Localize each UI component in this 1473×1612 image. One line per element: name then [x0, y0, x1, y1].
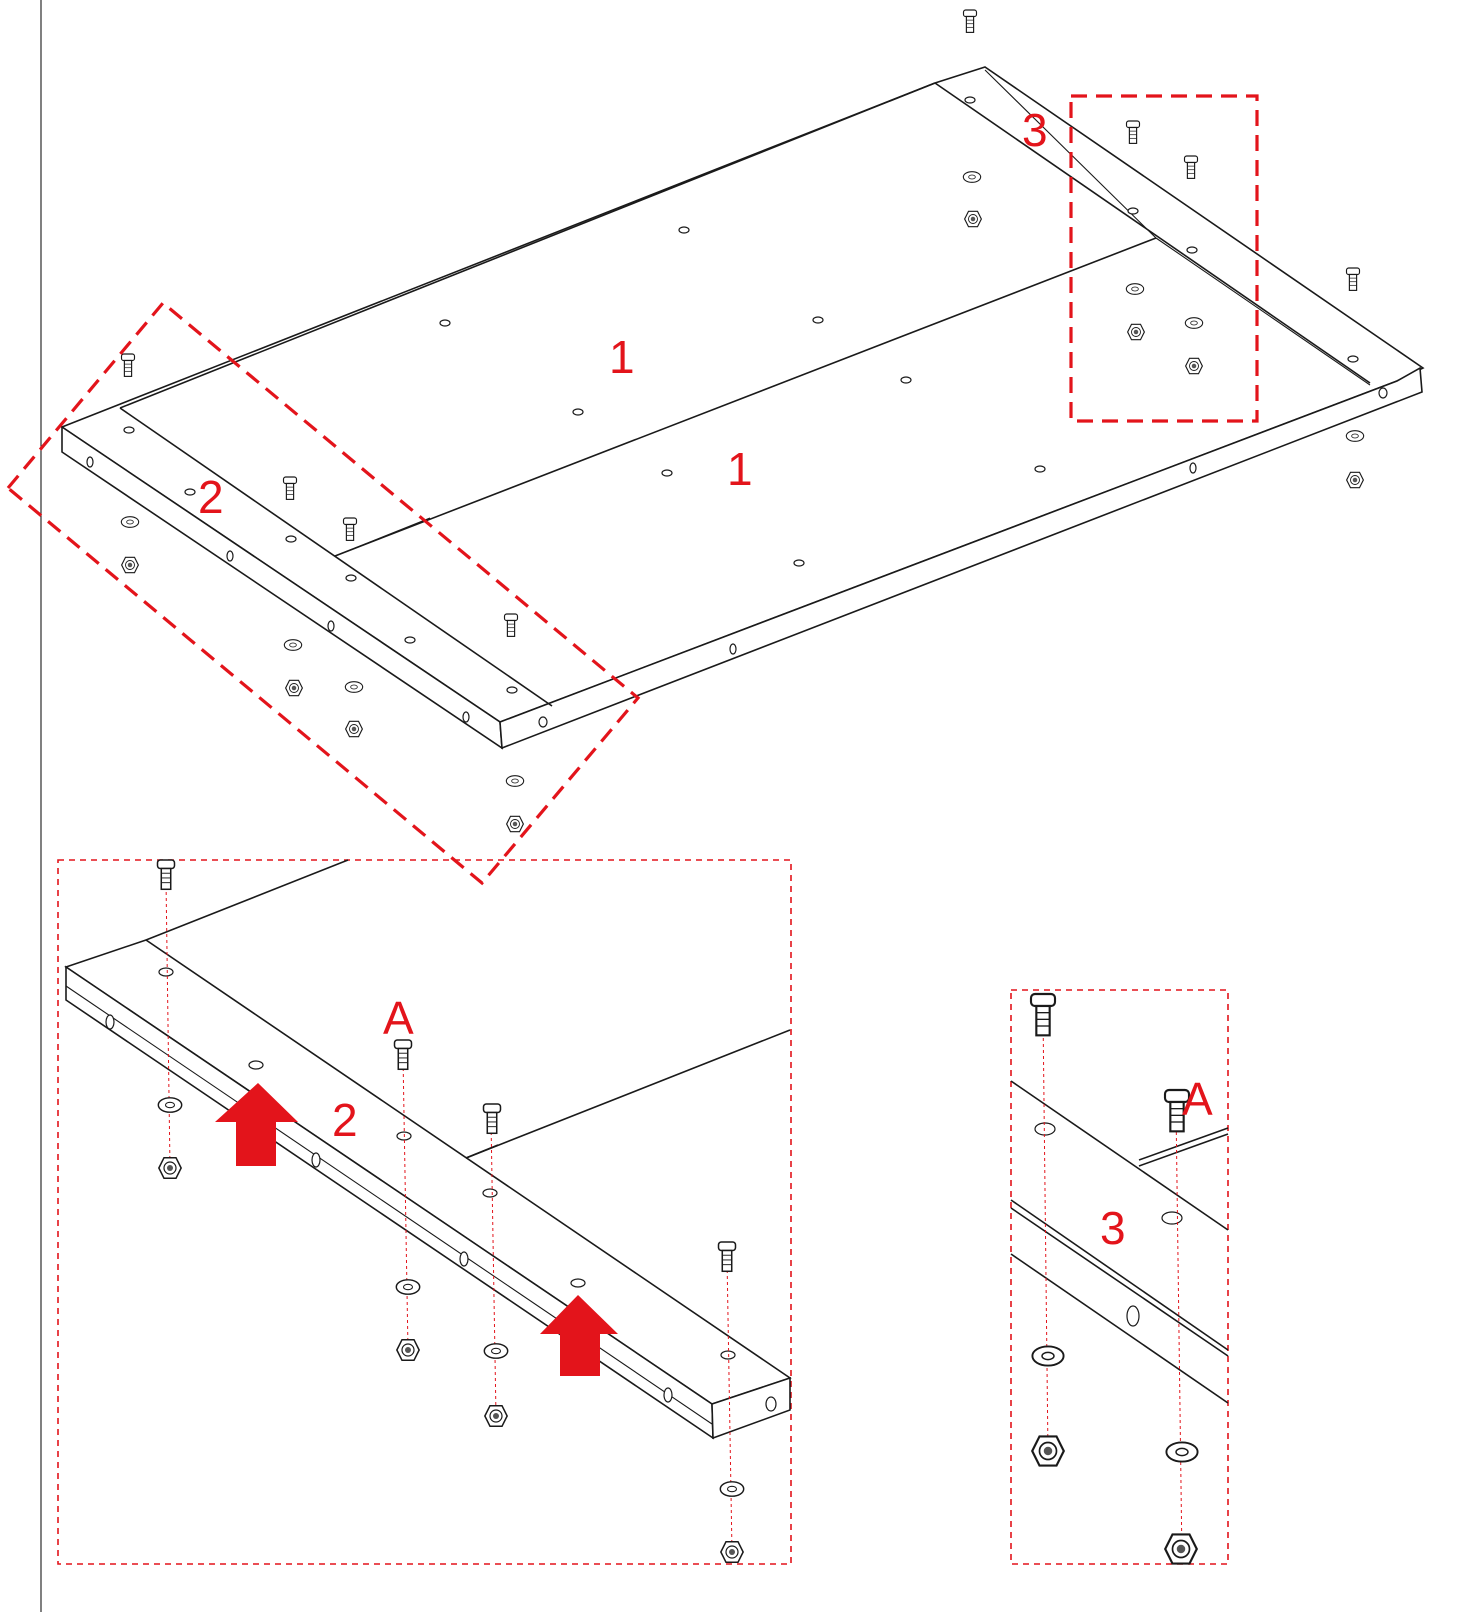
bolt-icon: [1183, 155, 1199, 179]
washer-icon: [1125, 283, 1145, 295]
hardware-stack: [962, 9, 982, 228]
bolt-icon: [717, 1241, 737, 1273]
nut-icon: [484, 1404, 508, 1428]
bolt-icon: [393, 1039, 413, 1071]
bolt-icon: [1345, 267, 1361, 291]
washer-icon: [395, 1279, 421, 1295]
washer-icon: [962, 171, 982, 183]
label-detail-2-hardware: A: [383, 992, 414, 1044]
detail-view-rail-3: 3 A: [1010, 989, 1229, 1565]
callout-box-rail-2: [5, 300, 641, 886]
detail-view-rail-2: 2 A: [57, 859, 792, 1565]
nut-icon: [158, 1156, 182, 1180]
nut-icon: [1164, 1533, 1198, 1565]
washer-icon: [344, 681, 364, 693]
callout-box-rail-3: [1069, 94, 1259, 423]
hardware-stack: [120, 353, 140, 574]
hardware-stack: [1125, 120, 1145, 341]
nut-icon: [121, 556, 139, 574]
label-detail-3-hardware: A: [1182, 1073, 1213, 1125]
hardware-stack: [1183, 155, 1204, 375]
nut-icon: [1127, 323, 1145, 341]
arrow-up-icon: [540, 1295, 618, 1376]
washer-icon: [1184, 317, 1204, 329]
hardware-stack: [342, 517, 364, 738]
label-detail-rail-3: 3: [1100, 1202, 1126, 1254]
nut-icon: [1185, 357, 1203, 375]
washer-icon: [483, 1343, 509, 1359]
nut-icon: [720, 1540, 744, 1564]
arrow-up-icon: [215, 1083, 298, 1166]
nut-icon: [1031, 1435, 1065, 1467]
washer-icon: [719, 1481, 745, 1497]
label-panel-1-bottom: 1: [727, 443, 753, 495]
hardware-stack: [282, 476, 303, 697]
washer-icon: [120, 516, 140, 528]
bolt-icon: [962, 9, 978, 33]
washer-icon: [1031, 1345, 1065, 1367]
label-panel-1-top: 1: [609, 331, 635, 383]
washer-icon: [505, 775, 525, 787]
label-rail-3: 3: [1022, 104, 1048, 156]
hardware-stack: [1345, 267, 1365, 489]
nut-icon: [345, 720, 363, 738]
nut-icon: [964, 210, 982, 228]
bolt-icon: [1029, 992, 1057, 1037]
main-assembly: 1 1 2 3: [5, 9, 1425, 886]
label-detail-rail-2: 2: [332, 1094, 358, 1146]
bolt-icon: [156, 859, 176, 891]
hardware-stack: [503, 613, 525, 833]
washer-icon: [1345, 430, 1365, 442]
bolt-icon: [482, 1103, 502, 1135]
bolt-icon: [120, 353, 136, 377]
washer-icon: [157, 1097, 183, 1113]
nut-icon: [396, 1338, 420, 1362]
washer-icon: [283, 639, 303, 651]
nut-icon: [285, 679, 303, 697]
label-rail-2: 2: [198, 471, 224, 523]
frame-top-face: [60, 66, 1425, 723]
bolt-icon: [1125, 120, 1141, 144]
nut-icon: [506, 815, 524, 833]
detail-box-2: [57, 859, 792, 1565]
washer-icon: [1165, 1441, 1199, 1463]
nut-icon: [1346, 471, 1364, 489]
